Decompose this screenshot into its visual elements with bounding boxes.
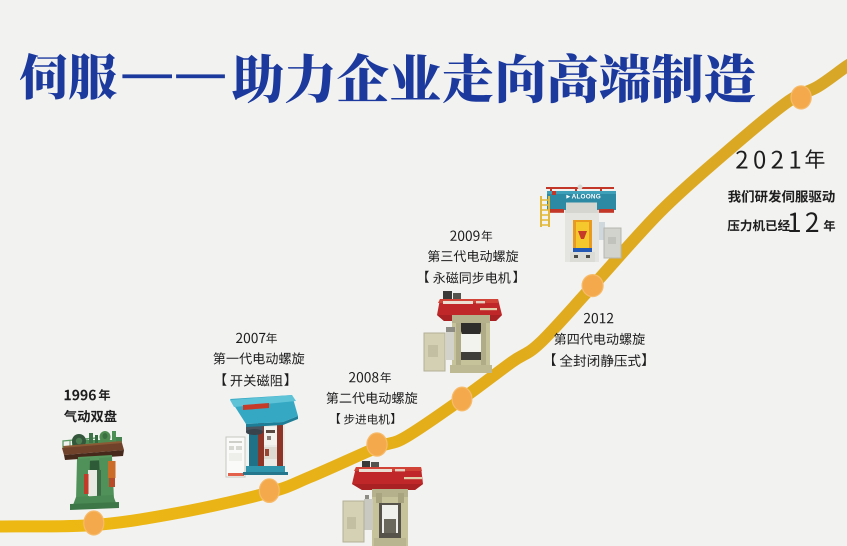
svg-text:►ALOONG: ►ALOONG bbox=[565, 194, 601, 201]
